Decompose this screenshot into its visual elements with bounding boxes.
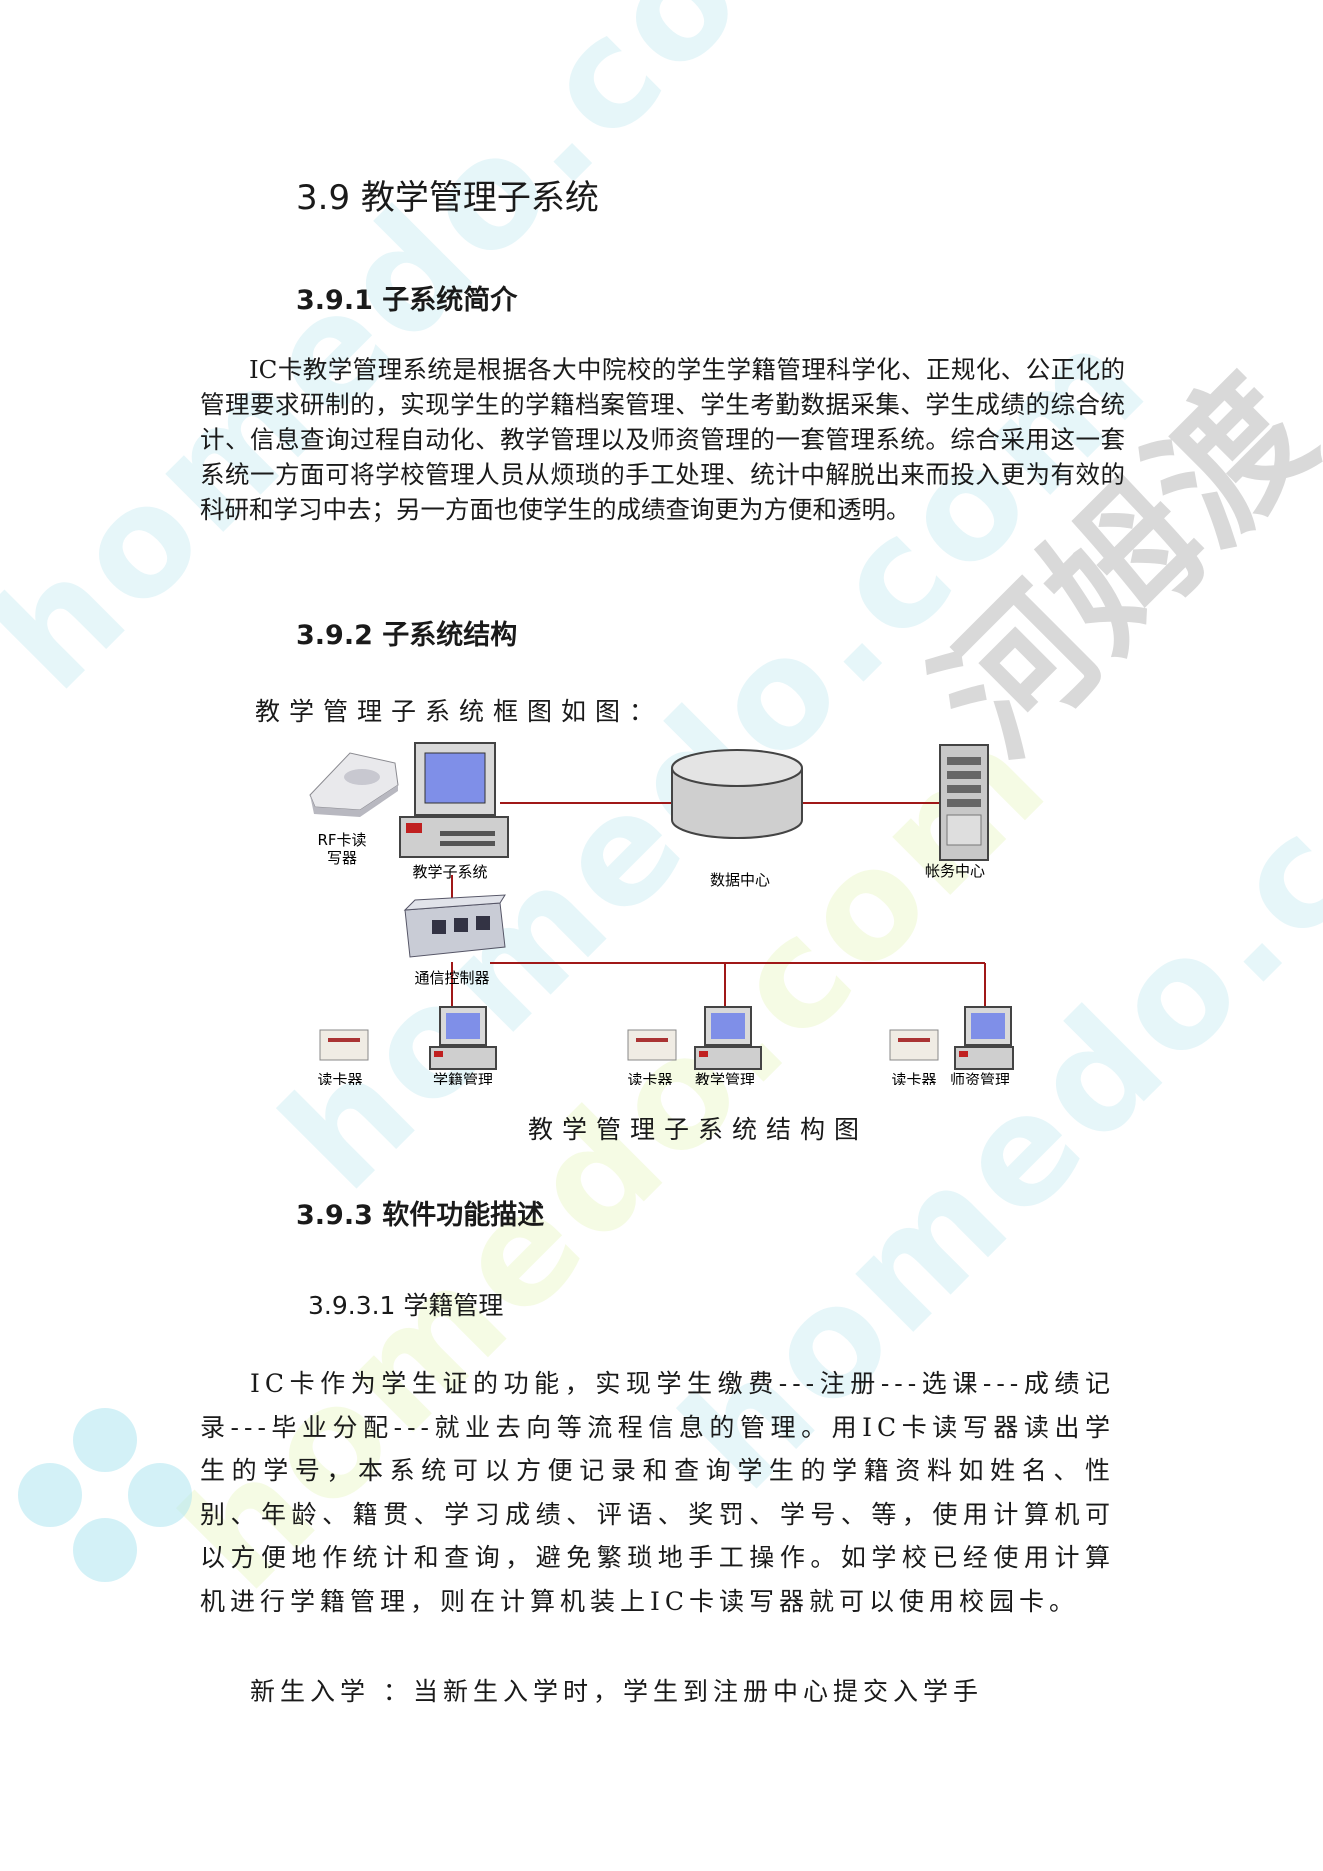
registry-paragraph: IC卡作为学生证的功能，实现学生缴费---注册---选课---成绩记录---毕业… [200, 1369, 1115, 1616]
data-center-label: 数据中心 [710, 871, 770, 889]
card-reader-icon [627, 1029, 677, 1061]
card-reader-icon [319, 1029, 369, 1061]
teaching-computer-icon [399, 742, 509, 858]
intro-paragraph: IC卡教学管理系统是根据各大中院校的学生学籍管理科学化、正规化、公正化的管理要求… [200, 355, 1125, 524]
reader-label: 读卡器 [627, 1071, 672, 1085]
structure-heading: 3.9.2 子系统结构 [296, 620, 518, 651]
reader-label: 读卡器 [891, 1071, 936, 1085]
rf-reader-label-2: 写器 [327, 849, 357, 867]
rf-reader-label-1: RF卡读 [317, 831, 366, 849]
teaching-sub-label: 教学子系统 [412, 863, 487, 881]
database-icon [671, 749, 803, 839]
reader-label: 读卡器 [317, 1071, 362, 1085]
registry-sub-heading: 3.9.3.1 学籍管理 [308, 1291, 504, 1320]
rf-card-reader-icon [309, 752, 399, 817]
intro-heading: 3.9.1 子系统简介 [296, 285, 518, 316]
flower-logo-icon [18, 1408, 192, 1582]
system-structure-diagram: RF卡读 写器 教学子系统 数据中心 帐务中心 通信控制器 [309, 742, 1014, 1085]
section-title: 3.9 教学管理子系统 [296, 178, 599, 218]
faculty-mgmt-label: 师资管理 [950, 1071, 1010, 1085]
software-heading: 3.9.3 软件功能描述 [296, 1200, 545, 1231]
enrollment-paragraph: 新生入学 ：当新生入学时，学生到注册中心提交入学手 [250, 1677, 983, 1706]
registry-label: 学籍管理 [433, 1071, 493, 1085]
accounts-center-label: 帐务中心 [925, 862, 985, 880]
teaching-mgmt-computer-icon [694, 1006, 762, 1070]
server-icon [939, 744, 989, 861]
card-reader-icon [889, 1029, 939, 1061]
diagram-intro: 教学管理子系统框图如图： [255, 697, 664, 726]
faculty-mgmt-computer-icon [954, 1006, 1014, 1070]
registry-computer-icon [429, 1006, 497, 1070]
comm-controller-label: 通信控制器 [414, 969, 489, 987]
teaching-mgmt-label: 教学管理 [695, 1071, 755, 1085]
comm-controller-icon [403, 894, 506, 958]
diagram-caption: 教学管理子系统结构图 [528, 1115, 869, 1144]
